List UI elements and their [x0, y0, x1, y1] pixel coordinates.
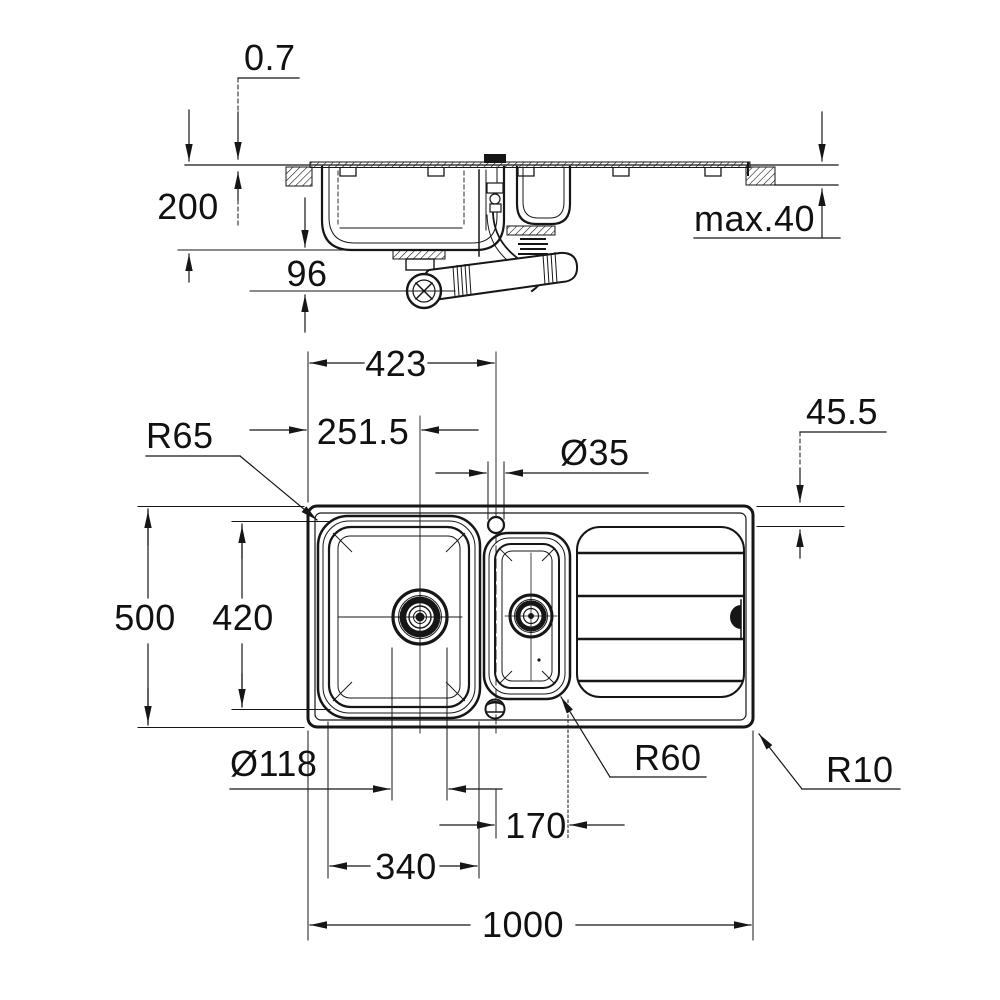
dim-small-drain-offset: 170 — [439, 805, 625, 846]
dim-small-bowl-radius-label: R60 — [634, 737, 702, 778]
sink-outline — [306, 504, 755, 729]
dim-bowl-cutout-depth-label: 420 — [212, 597, 274, 638]
dim-counter-thickness: max.40 — [693, 111, 841, 239]
dim-main-drain-diameter-label: Ø118 — [230, 743, 317, 784]
dim-small-bowl-radius: R60 — [560, 696, 707, 778]
counter-hatch-right — [745, 166, 776, 186]
dim-edge-offset: 45.5 — [756, 391, 887, 559]
small-bowl-plan — [482, 531, 572, 701]
dim-overall-length: 1000 — [309, 904, 752, 945]
dim-counter-thickness-label: max.40 — [694, 198, 815, 239]
small-bowl-section — [515, 165, 572, 226]
dim-tap-offset-label: 423 — [365, 343, 427, 384]
dim-small-drain-offset-label: 170 — [505, 805, 567, 846]
dim-tap-offset: 423 — [307, 343, 495, 503]
dim-tap-hole-diameter-label: Ø35 — [560, 432, 630, 473]
drainboard-outlet — [730, 599, 742, 639]
dim-rim-thickness: 0.7 — [234, 37, 300, 226]
main-bowl-section — [320, 165, 506, 252]
dim-tap-hole-diameter: Ø35 — [435, 432, 649, 520]
dim-main-bowl-width: 340 — [329, 846, 478, 887]
tap-hole — [486, 515, 506, 535]
dim-main-bowl-radius: R65 — [145, 415, 318, 521]
dim-overall-depth-label: 500 — [114, 597, 176, 638]
sink-rim-section — [309, 161, 751, 168]
sink-inner-rim — [314, 512, 747, 721]
drainboard — [576, 526, 745, 698]
dim-edge-offset-label: 45.5 — [806, 391, 878, 432]
dim-bowl-depth-label: 200 — [157, 186, 219, 227]
dim-bowl-depth: 200 — [157, 109, 351, 283]
plan-view: 423 251.5 R65 Ø35 45.5 — [114, 343, 901, 945]
dim-main-drain-diameter: Ø118 — [229, 743, 503, 793]
waste-pipe — [422, 251, 579, 301]
dim-bowl-cutout-depth: 420 — [212, 521, 331, 710]
overflow-assembly — [478, 154, 526, 269]
corrugated-connector — [518, 238, 548, 255]
drain-assembly — [392, 225, 579, 310]
popup-knob-hole — [484, 698, 506, 720]
dim-overall-depth: 500 — [114, 506, 305, 728]
dim-main-bowl-width-label: 340 — [375, 846, 437, 887]
dim-drain-height-label: 96 — [286, 253, 327, 294]
dim-main-drain-offset-label: 251.5 — [317, 411, 410, 452]
dim-drain-height: 96 — [249, 197, 456, 333]
mounting-clips — [339, 167, 722, 177]
small-drain — [508, 593, 554, 639]
dim-main-drain-offset: 251.5 — [249, 411, 479, 452]
dim-outer-corner-radius: R10 — [758, 733, 901, 790]
counter-hatch-left — [285, 166, 313, 187]
dim-outer-corner-radius-label: R10 — [826, 749, 894, 790]
dim-rim-thickness-label: 0.7 — [244, 37, 296, 78]
lower-extension-lines — [307, 647, 754, 941]
dim-main-bowl-radius-label: R65 — [146, 415, 214, 456]
front-section-view: 0.7 200 96 max.40 — [157, 37, 841, 333]
pipe-knurl-bands — [452, 251, 558, 298]
dim-overall-length-label: 1000 — [482, 904, 564, 945]
